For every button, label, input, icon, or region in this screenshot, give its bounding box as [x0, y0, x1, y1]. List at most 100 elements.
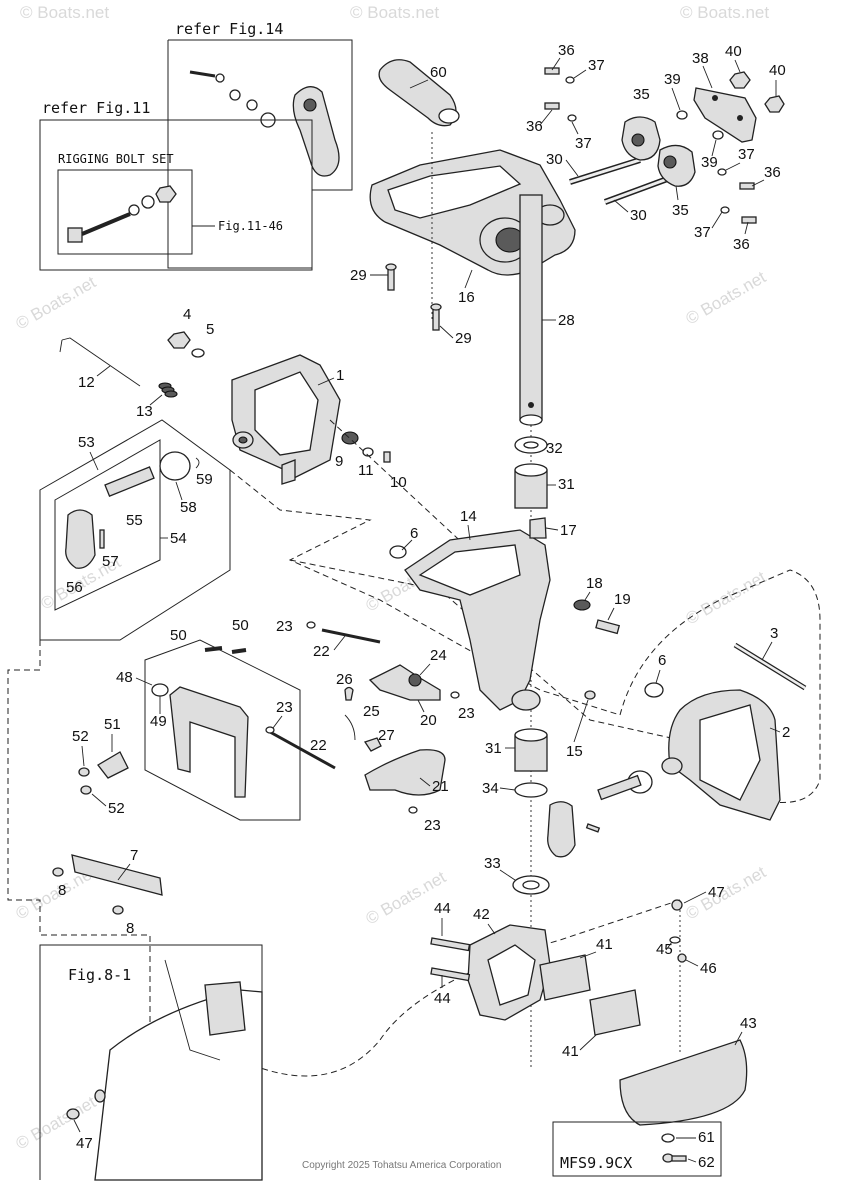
callout-30: 30	[546, 151, 563, 168]
watermark: © Boats.net	[20, 3, 109, 22]
callout-58: 58	[180, 499, 197, 516]
callout-22: 22	[310, 737, 327, 754]
part-60-pipe	[378, 59, 460, 127]
parts-51-52-7-8	[52, 751, 163, 915]
callout-57: 57	[102, 553, 119, 570]
callout-46: 46	[700, 960, 717, 977]
callout-50: 50	[232, 617, 249, 634]
callout-9: 9	[335, 453, 343, 470]
callout-56: 56	[66, 579, 83, 596]
callout-61: 61	[698, 1129, 715, 1146]
callout-8: 8	[58, 882, 66, 899]
part-42-clamp	[430, 924, 641, 1036]
callout-59: 59	[196, 471, 213, 488]
callout-10: 10	[390, 474, 407, 491]
part-31-32-bushings	[512, 436, 550, 895]
callout-20: 20	[420, 712, 437, 729]
callout-29: 29	[455, 330, 472, 347]
copyright: Copyright 2025 Tohatsu America Corporati…	[302, 1160, 501, 1171]
callout-44: 44	[434, 990, 451, 1007]
callout-42: 42	[473, 906, 490, 923]
fig-8-1-label: Fig.8-1	[68, 966, 131, 984]
callout-2: 2	[782, 724, 790, 741]
model-box: MFS9.9CX	[552, 1121, 722, 1177]
callout-53: 53	[78, 434, 95, 451]
rigging-bolt-set-label: RIGGING BOLT SET	[58, 152, 174, 166]
callout-40: 40	[769, 62, 786, 79]
callout-22: 22	[313, 643, 330, 660]
callout-23: 23	[424, 817, 441, 834]
part-48-holder-box	[144, 639, 301, 821]
callout-62: 62	[698, 1154, 715, 1171]
callout-28: 28	[558, 312, 575, 329]
callout-54: 54	[170, 530, 187, 547]
callout-44: 44	[434, 900, 451, 917]
callout-45: 45	[656, 941, 673, 958]
callout-36: 36	[526, 118, 543, 135]
refer-fig-11-label: refer Fig.11	[42, 99, 150, 117]
callout-15: 15	[566, 743, 583, 760]
callout-52: 52	[72, 728, 89, 745]
part-29-bolts	[385, 263, 442, 331]
callout-47: 47	[76, 1135, 93, 1152]
part-53-kit-box	[39, 419, 231, 641]
callout-12: 12	[78, 374, 95, 391]
small-parts-upper-left	[59, 331, 391, 463]
callout-1: 1	[336, 367, 344, 384]
callout-38: 38	[692, 50, 709, 67]
parts-18-19-15-6	[389, 545, 664, 700]
watermark: © Boats.net	[680, 3, 769, 22]
callout-27: 27	[378, 727, 395, 744]
part-28-steering-shaft	[519, 194, 543, 1070]
callout-36: 36	[764, 164, 781, 181]
model-label: MFS9.9CX	[560, 1154, 632, 1172]
callout-18: 18	[586, 575, 603, 592]
callout-37: 37	[588, 57, 605, 74]
callout-47: 47	[708, 884, 725, 901]
callout-41: 41	[562, 1043, 579, 1060]
callout-5: 5	[206, 321, 214, 338]
callout-32: 32	[546, 440, 563, 457]
callout-39: 39	[664, 71, 681, 88]
part-43-cover	[619, 899, 748, 1126]
callout-37: 37	[694, 224, 711, 241]
callout-52: 52	[108, 800, 125, 817]
callout-34: 34	[482, 780, 499, 797]
callout-7: 7	[130, 847, 138, 864]
callout-3: 3	[770, 625, 778, 642]
callout-23: 23	[276, 699, 293, 716]
refer-fig-11-frame: refer Fig.11 RIGGING BOLT SET Fig.11-46	[39, 99, 352, 271]
fig-8-1-inset: Fig.8-1	[39, 944, 263, 1181]
callout-11: 11	[358, 462, 374, 479]
callout-31: 31	[485, 740, 502, 757]
part-14-swivel-case	[404, 529, 551, 711]
callout-41: 41	[596, 936, 613, 953]
tilt-lock-parts	[265, 621, 460, 814]
callout-50: 50	[170, 627, 187, 644]
callout-43: 43	[740, 1015, 757, 1032]
callout-21: 21	[432, 778, 449, 795]
callout-30: 30	[630, 207, 647, 224]
callout-13: 13	[136, 403, 153, 420]
callout-49: 49	[150, 713, 167, 730]
callout-60: 60	[430, 64, 447, 81]
callouts: 36 37 38 40 40 35 39 36 37 30 39 37 36 3…	[58, 42, 790, 1171]
callout-23: 23	[458, 705, 475, 722]
watermark: © Boats.net	[683, 862, 770, 923]
callout-36: 36	[733, 236, 750, 253]
fig-11-46-label: Fig.11-46	[218, 219, 283, 233]
watermark: © Boats.net	[363, 867, 450, 928]
watermark: © Boats.net	[683, 267, 770, 328]
callout-31: 31	[558, 476, 575, 493]
callout-16: 16	[458, 289, 475, 306]
callout-6: 6	[410, 525, 418, 542]
watermark: © Boats.net	[13, 272, 100, 333]
callout-35: 35	[672, 202, 689, 219]
callout-29: 29	[350, 267, 367, 284]
callout-55: 55	[126, 512, 143, 529]
part-2-stern-bracket	[547, 642, 807, 858]
callout-36: 36	[558, 42, 575, 59]
callout-39: 39	[701, 154, 718, 171]
callout-24: 24	[430, 647, 447, 664]
